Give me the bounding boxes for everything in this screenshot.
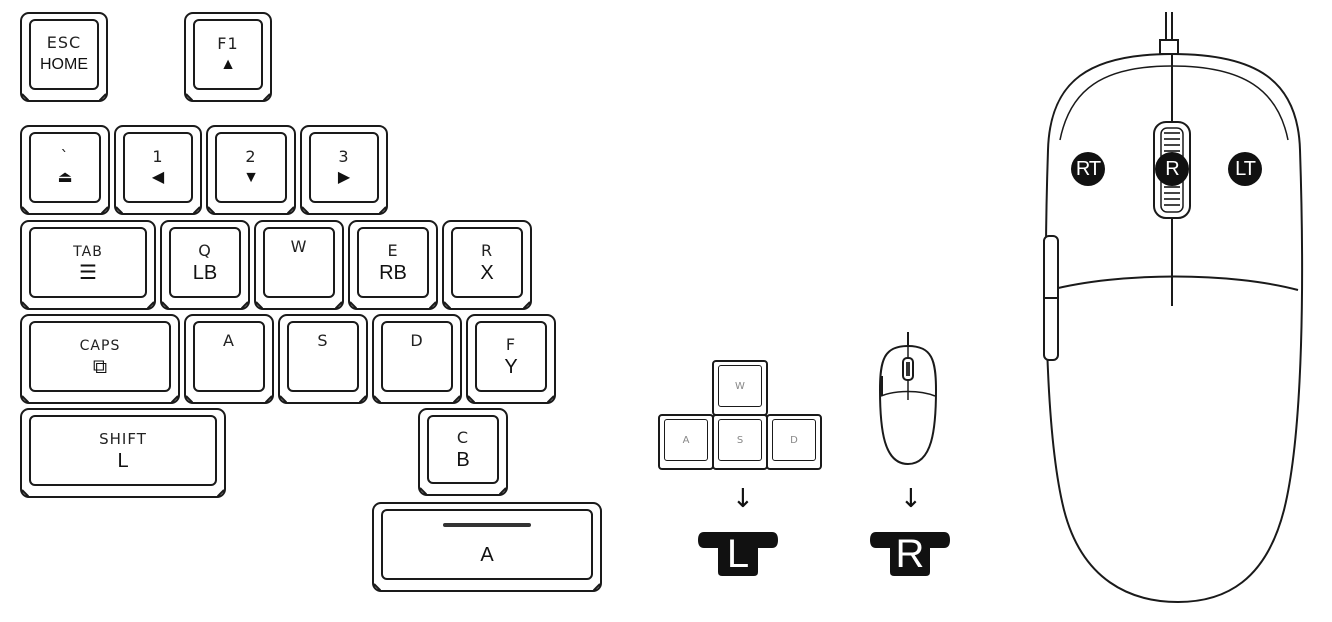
down-arrow-icon: ↓: [900, 484, 922, 514]
key-shift-bottom: L: [117, 449, 129, 472]
key-esc: ESC HOME: [20, 12, 108, 102]
key-f: F Y: [466, 314, 556, 404]
key-w: W: [254, 220, 344, 310]
key-f1: F1 ▲: [184, 12, 272, 102]
key-caps: CAPS ⧉: [20, 314, 180, 404]
mini-key-a-label: A: [664, 419, 708, 461]
mini-key-w: W: [712, 360, 768, 416]
left-stick-badge: L: [698, 528, 778, 576]
windows-icon: ⧉: [92, 355, 108, 378]
menu-icon: ☰: [79, 261, 97, 284]
large-mouse-icon: [1043, 12, 1304, 604]
key-shift-top: SHIFT: [99, 429, 147, 448]
key-2-top: 2: [245, 146, 257, 166]
key-q-bottom: LB: [192, 261, 218, 284]
key-w-top: W: [290, 237, 308, 256]
mini-key-d: D: [766, 414, 822, 470]
stick-badge-shape: [870, 532, 950, 576]
key-c: C B: [418, 408, 508, 496]
up-triangle-icon: ▲: [220, 55, 236, 73]
key-r-top: R: [480, 240, 494, 260]
mouse-left-button-label: RT: [1071, 152, 1105, 186]
mini-key-s: S: [712, 414, 768, 470]
left-stick-label: L: [726, 532, 750, 576]
key-f-top: F: [505, 334, 517, 354]
key-e: E RB: [348, 220, 438, 310]
key-e-top: E: [387, 240, 399, 260]
right-stick-badge: R: [870, 528, 950, 576]
mini-key-w-label: W: [718, 365, 762, 407]
mouse-right-button-label: LT: [1228, 152, 1262, 186]
key-3: 3 ▶: [300, 125, 388, 215]
mini-key-d-label: D: [772, 419, 816, 461]
key-q: Q LB: [160, 220, 250, 310]
key-r-bottom: X: [480, 261, 494, 284]
key-shift: SHIFT L: [20, 408, 226, 498]
key-d: D: [372, 314, 462, 404]
key-backtick-top: `: [60, 146, 70, 166]
mini-key-s-label: S: [718, 419, 762, 461]
key-r: R X: [442, 220, 532, 310]
key-esc-top: ESC: [46, 32, 82, 52]
key-a: A: [184, 314, 274, 404]
right-triangle-icon: ▶: [337, 168, 351, 186]
spacebar-line: [443, 522, 531, 527]
key-space-bottom: A: [480, 543, 494, 566]
key-3-top: 3: [338, 146, 350, 166]
key-e-bottom: RB: [379, 261, 407, 284]
key-esc-bottom: HOME: [40, 55, 88, 73]
key-c-bottom: B: [456, 448, 470, 471]
key-space: A: [372, 502, 602, 592]
down-triangle-icon: ▼: [243, 168, 259, 186]
stick-badge-shape: [698, 532, 778, 576]
right-stick-label: R: [895, 532, 925, 576]
mouse-wheel-label: R: [1155, 152, 1189, 186]
mini-key-a: A: [658, 414, 714, 470]
key-1: 1 ◀: [114, 125, 202, 215]
key-s-top: S: [317, 331, 329, 350]
small-mouse-icon: [878, 332, 938, 466]
key-tab: TAB ☰: [20, 220, 156, 310]
key-a-top: A: [223, 331, 235, 350]
key-tab-top: TAB: [73, 243, 103, 260]
key-d-top: D: [410, 331, 424, 350]
down-arrow-icon: ↓: [732, 484, 754, 514]
key-s: S: [278, 314, 368, 404]
key-c-top: C: [456, 427, 470, 447]
key-2: 2 ▼: [206, 125, 296, 215]
left-triangle-icon: ◀: [151, 168, 165, 186]
key-f1-top: F1: [217, 33, 239, 53]
key-q-top: Q: [198, 240, 212, 260]
key-caps-top: CAPS: [79, 337, 121, 354]
key-f-bottom: Y: [504, 355, 518, 378]
share-icon: ⏏: [57, 168, 73, 186]
key-1-top: 1: [152, 146, 164, 166]
key-backtick: ` ⏏: [20, 125, 110, 215]
